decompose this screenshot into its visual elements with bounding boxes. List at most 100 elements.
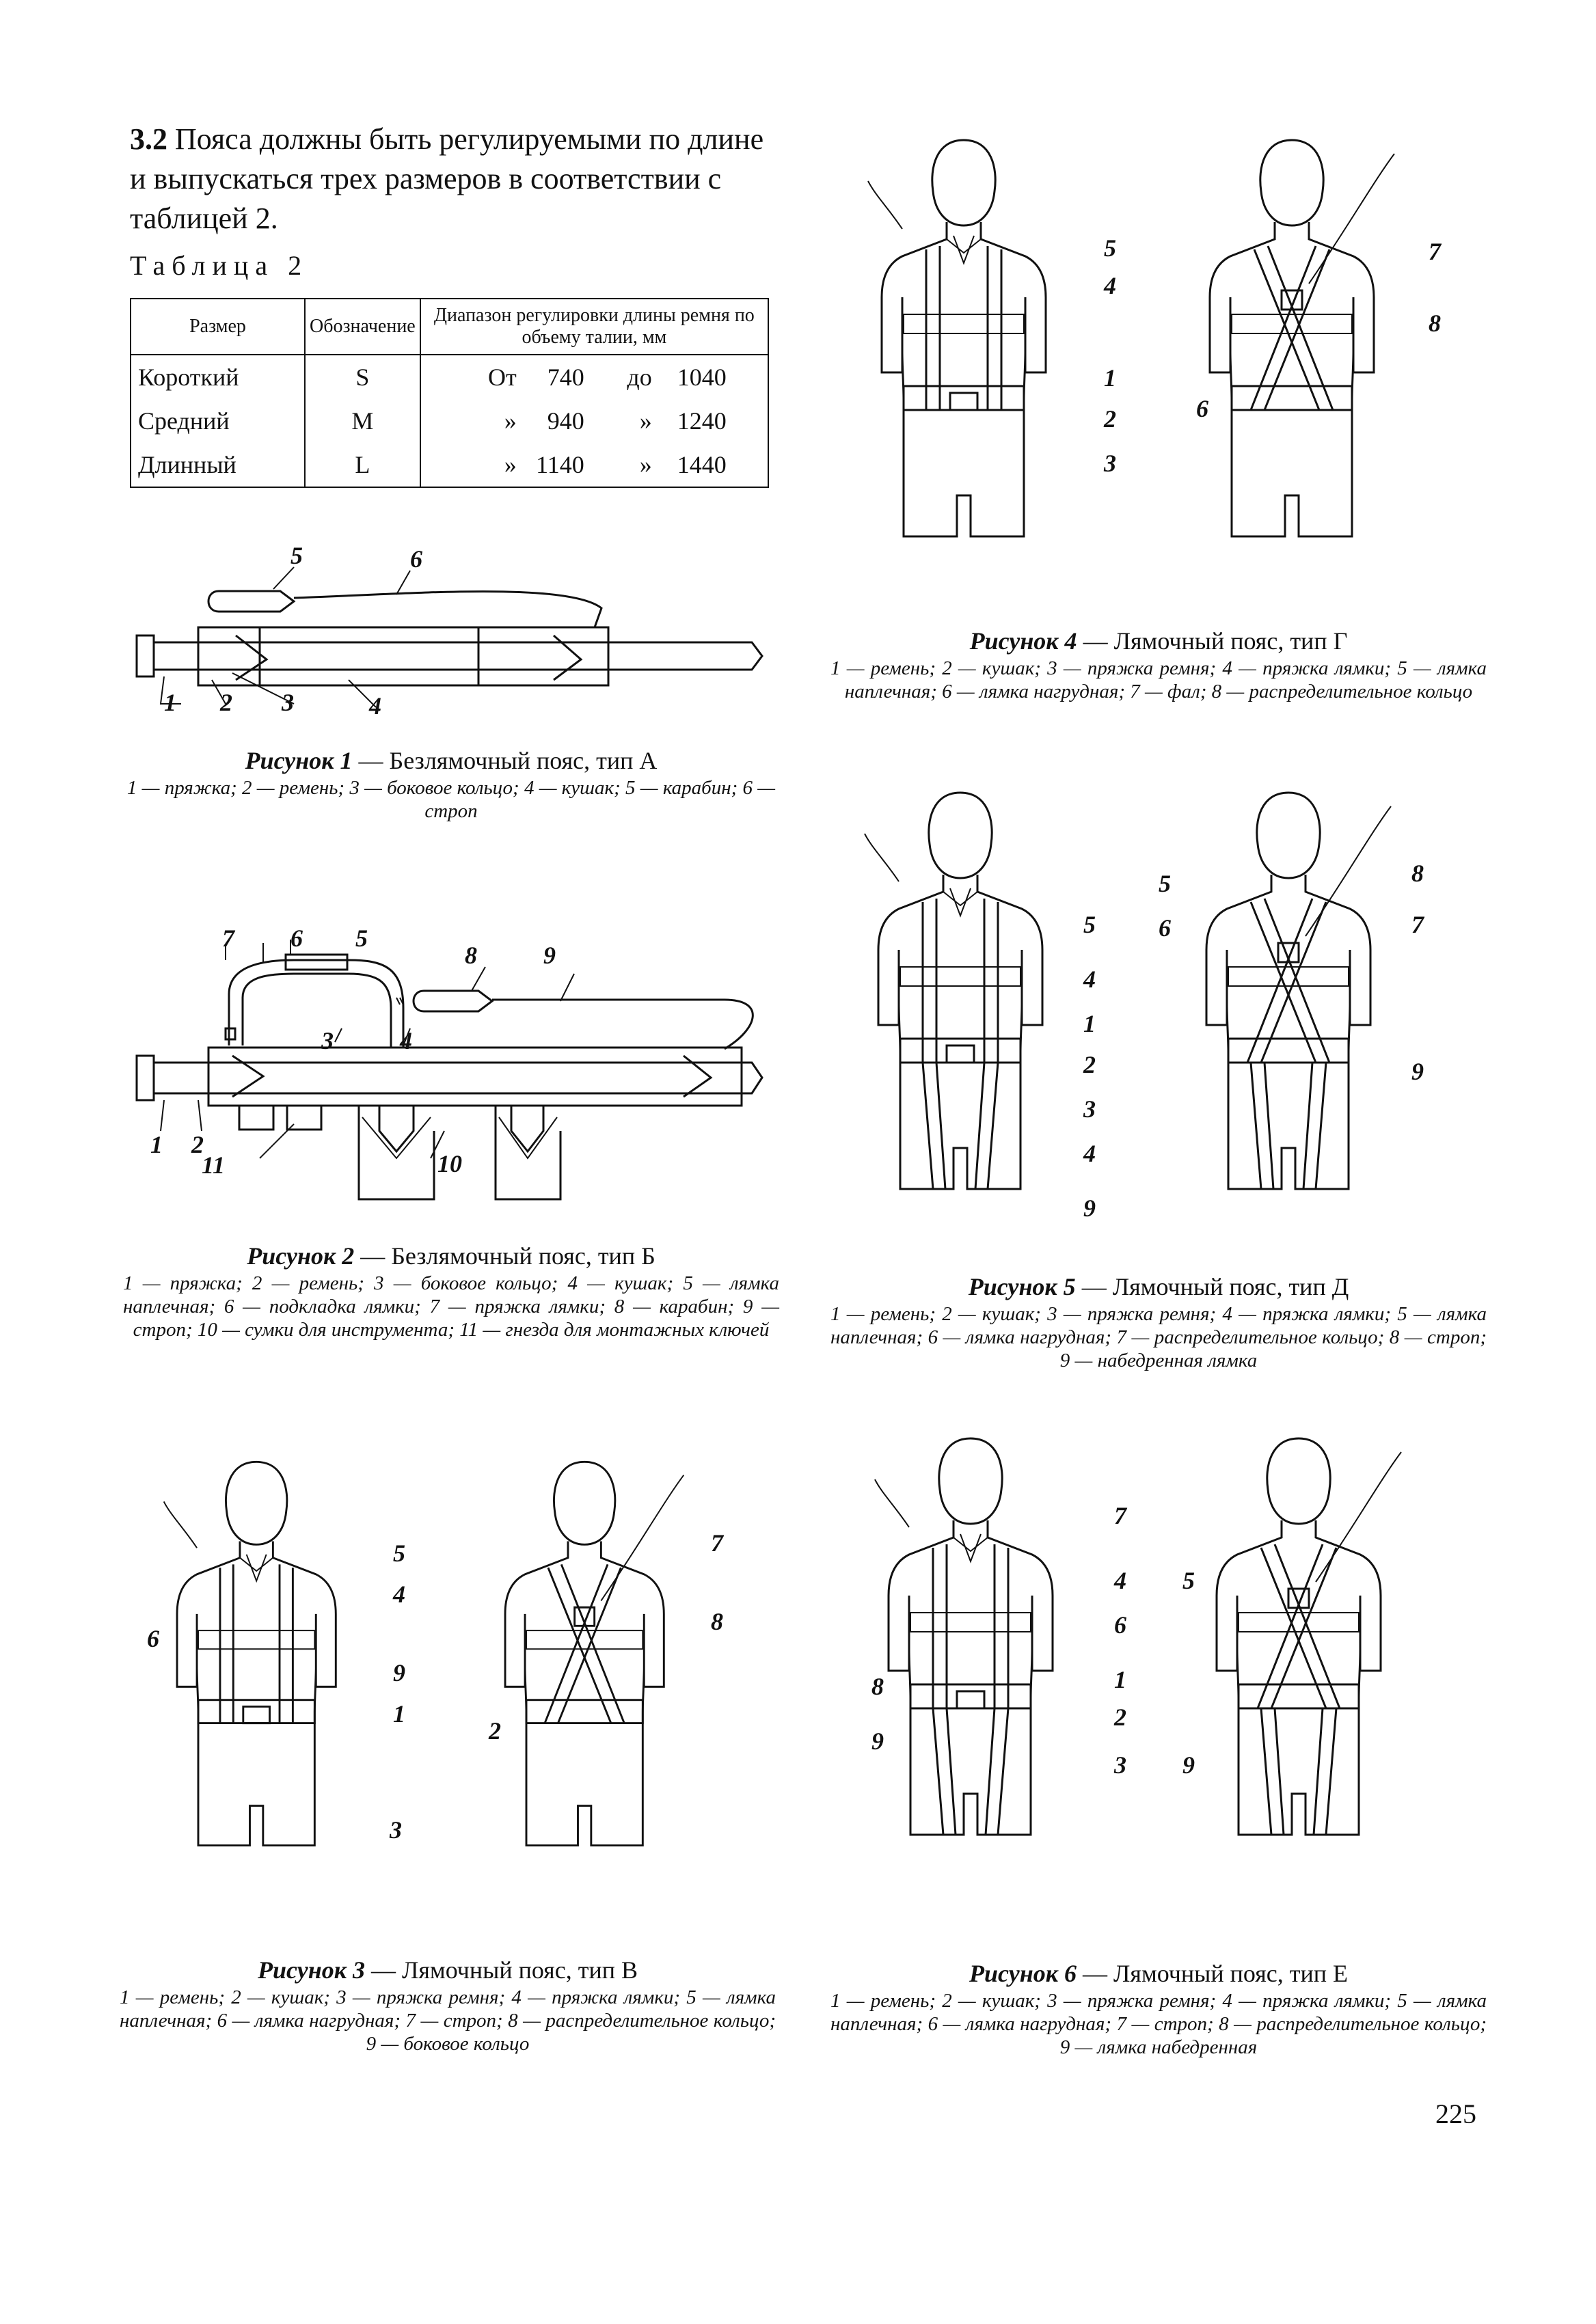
fig5-title: — Лямочный пояс, тип Д (1081, 1273, 1349, 1300)
figure-6-caption: Рисунок 6 — Лямочный пояс, тип Е 1 — рем… (830, 1958, 1487, 2059)
fig6-num-9b: 9 (1182, 1751, 1195, 1779)
figure-3-drawing: 5 4 6 9 1 3 7 8 2 (130, 1449, 786, 1872)
size-table: Размер Обозначение Диапазон регулировки … (130, 298, 770, 488)
figure-4-caption: Рисунок 4 — Лямочный пояс, тип Г 1 — рем… (830, 625, 1487, 703)
figure-5-caption: Рисунок 5 — Лямочный пояс, тип Д 1 — рем… (830, 1271, 1487, 1372)
fig4-num-2: 2 (1103, 405, 1116, 433)
page-number: 225 (1435, 2099, 1476, 2129)
fig5-num-1: 1 (1083, 1010, 1096, 1037)
fig1-num-5: 5 (290, 542, 303, 569)
back-figure (1215, 1437, 1402, 1836)
fig1-num-3: 3 (281, 689, 294, 716)
fig4-title: — Лямочный пояс, тип Г (1083, 627, 1348, 655)
fig4-legend: 1 — ремень; 2 — кушак; 3 — пряжка ремня;… (830, 657, 1487, 702)
figure-2-drawing: 1 2 3 4 5 6 7 8 9 10 11 (123, 926, 779, 1213)
paragraph-number: 3.2 (130, 122, 167, 156)
fig2-num-11: 11 (202, 1151, 225, 1179)
figure-4-drawing: 5 4 1 2 3 7 8 6 (834, 126, 1490, 618)
fig3-num-7: 7 (711, 1529, 725, 1557)
fig2-num-9: 9 (543, 942, 556, 969)
range-to-word: » (639, 451, 652, 478)
cell-range: » 1140 » 1440 (419, 443, 770, 488)
range-from-word: » (504, 407, 517, 435)
fig5-num-9: 9 (1083, 1194, 1096, 1222)
fig5-num-9b: 9 (1411, 1058, 1424, 1085)
fig3-num-8: 8 (711, 1608, 723, 1635)
callout-lines (159, 566, 411, 708)
front-figure (163, 1460, 337, 1847)
header-code: Обозначение (304, 298, 421, 355)
cell-code: L (304, 443, 421, 488)
fig3-num-2: 2 (488, 1717, 501, 1745)
range-to-word: » (639, 407, 652, 435)
fig6-num-2: 2 (1113, 1704, 1126, 1731)
figure-1-caption: Рисунок 1 — Безлямочный пояс, тип А 1 — … (123, 745, 779, 823)
fig6-title: — Лямочный пояс, тип Е (1082, 1960, 1348, 1987)
fig2-num-4: 4 (399, 1027, 412, 1054)
table-header-row: Размер Обозначение Диапазон регулировки … (130, 298, 770, 355)
fig3-title: — Лямочный пояс, тип В (370, 1956, 638, 1984)
fig4-label: Рисунок 4 (969, 627, 1077, 655)
table-row: Короткий S От 740 до 1040 (130, 355, 770, 399)
table-row: Средний M » 940 » 1240 (130, 399, 770, 443)
fig5-num-6: 6 (1159, 914, 1171, 942)
fig6-num-6: 6 (1114, 1611, 1126, 1639)
fig3-num-5: 5 (393, 1540, 405, 1567)
fig5-num-4b: 4 (1083, 1140, 1096, 1167)
fig2-num-7: 7 (222, 926, 236, 952)
fig3-label: Рисунок 3 (257, 1956, 365, 1984)
cell-size: Короткий (130, 355, 306, 399)
back-figure (504, 1460, 685, 1847)
fig4-num-6: 6 (1196, 395, 1208, 422)
cell-size: Длинный (130, 443, 306, 488)
paragraph-text: Пояса должны быть регулируемыми по длине… (130, 122, 764, 235)
fig5-num-8: 8 (1411, 860, 1424, 887)
range-to: 1440 (677, 451, 727, 478)
range-to: 1240 (677, 407, 727, 435)
fig6-num-7: 7 (1114, 1502, 1128, 1529)
range-to: 1040 (677, 364, 727, 391)
fig2-num-8: 8 (465, 942, 477, 969)
cell-code: M (304, 399, 421, 443)
fig4-num-4: 4 (1103, 272, 1116, 299)
range-to-word: до (627, 364, 652, 391)
range-from-word: От (488, 364, 517, 391)
header-range: Диапазон регулировки длины ремня по объе… (419, 298, 770, 355)
fig4-num-3: 3 (1103, 450, 1116, 477)
fig1-legend: 1 — пряжка; 2 — ремень; 3 — боковое коль… (126, 777, 776, 822)
fig5-num-5b: 5 (1159, 870, 1171, 897)
range-from: 940 (547, 407, 584, 435)
table-row: Длинный L » 1140 » 1440 (130, 443, 770, 488)
fig5-num-2: 2 (1083, 1051, 1096, 1078)
fig6-num-4: 4 (1113, 1567, 1126, 1594)
fig5-legend: 1 — ремень; 2 — кушак; 3 — пряжка ремня;… (830, 1303, 1487, 1371)
fig5-num-5: 5 (1083, 911, 1096, 938)
front-figure (867, 139, 1047, 538)
fig1-num-6: 6 (410, 545, 422, 573)
range-from: 1140 (536, 451, 584, 478)
fig3-num-4: 4 (392, 1581, 405, 1608)
fig4-num-7: 7 (1429, 238, 1442, 265)
fig3-num-6: 6 (147, 1625, 159, 1652)
fig6-num-5: 5 (1182, 1567, 1195, 1594)
fig5-num-4: 4 (1083, 966, 1096, 993)
fig2-num-5: 5 (355, 926, 368, 952)
fig3-num-1: 1 (393, 1700, 405, 1727)
fig4-num-8: 8 (1429, 310, 1441, 337)
cell-range: От 740 до 1040 (419, 355, 770, 399)
range-from-word: » (504, 451, 517, 478)
fig3-legend: 1 — ремень; 2 — кушак; 3 — пряжка ремня;… (120, 1986, 776, 2055)
fig2-legend: 1 — пряжка; 2 — ремень; 3 — боковое коль… (123, 1272, 779, 1341)
table-caption: Таблица 2 (130, 250, 309, 281)
fig2-title: — Безлямочный пояс, тип Б (360, 1242, 655, 1270)
fig1-num-1: 1 (164, 689, 176, 716)
fig2-num-1: 1 (150, 1131, 163, 1158)
fig6-num-3: 3 (1113, 1751, 1126, 1779)
back-figure (1205, 791, 1392, 1190)
fig3-num-9: 9 (393, 1659, 405, 1686)
fig6-legend: 1 — ремень; 2 — кушак; 3 — пряжка ремня;… (830, 1990, 1487, 2058)
cell-range: » 940 » 1240 (419, 399, 770, 443)
fig2-num-6: 6 (290, 926, 303, 952)
fig6-num-1: 1 (1114, 1666, 1126, 1693)
cell-code: S (304, 355, 421, 399)
